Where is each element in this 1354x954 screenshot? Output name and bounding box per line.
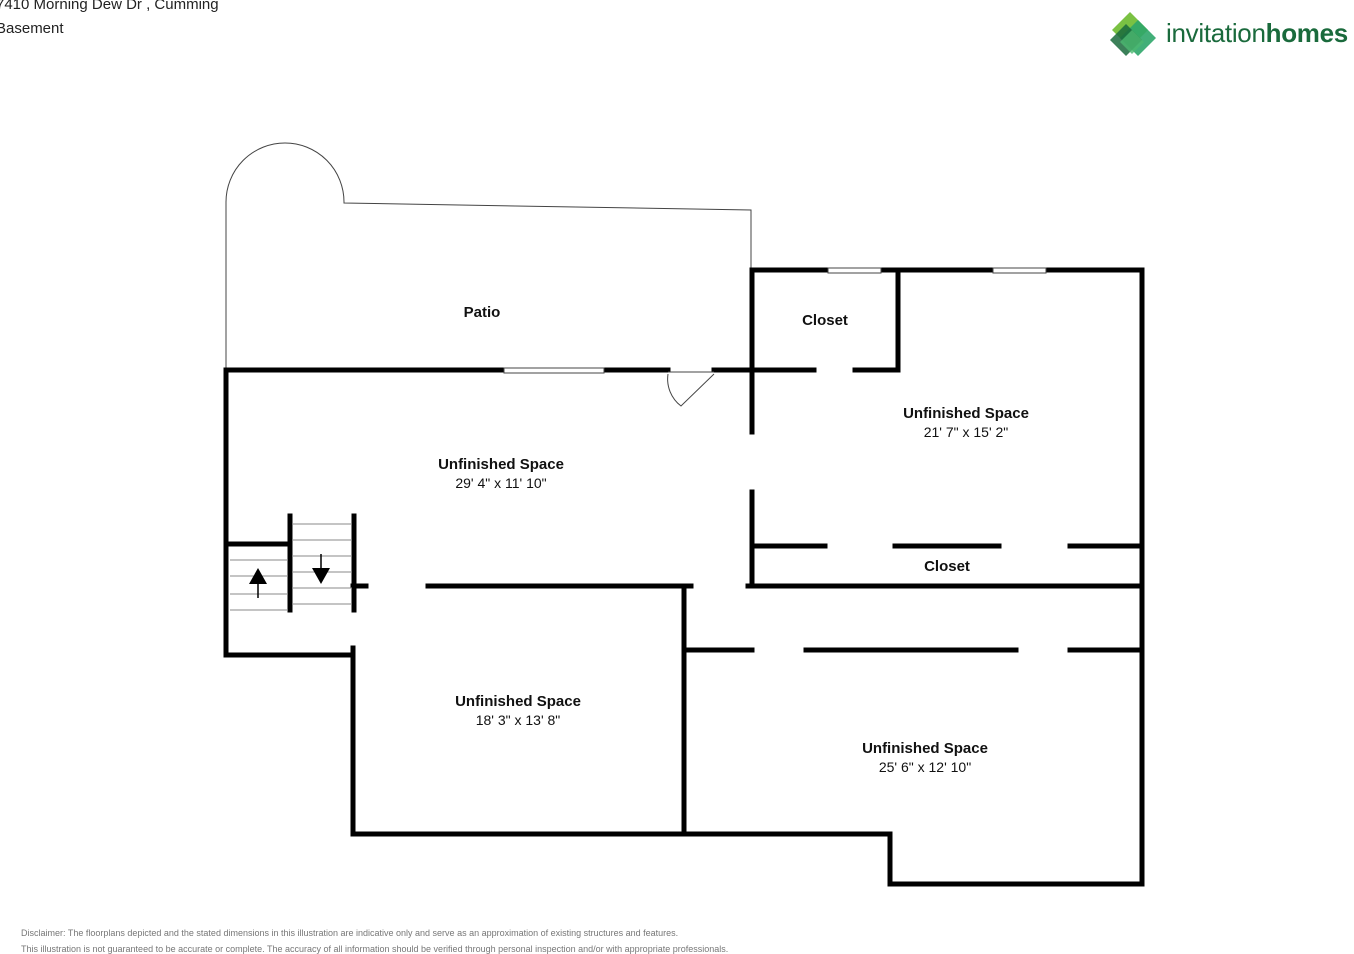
room-unfinished-se: Unfinished Space 25' 6" x 12' 10" xyxy=(862,740,988,776)
room-name: Unfinished Space xyxy=(455,693,581,710)
room-name: Closet xyxy=(802,312,848,329)
windows xyxy=(503,267,1047,374)
room-dimensions: 29' 4" x 11' 10" xyxy=(455,475,547,491)
logo-wordmark: invitationhomes xyxy=(1166,18,1348,49)
arrow-down-icon xyxy=(312,568,330,584)
logo-diamond-icon xyxy=(1110,12,1156,56)
room-unfinished-ne: Unfinished Space 21' 7" x 15' 2" xyxy=(903,405,1029,441)
room-closet-right: Closet xyxy=(924,558,970,576)
disclaimer-line-1: Disclaimer: The floorplans depicted and … xyxy=(21,928,679,938)
door-swing xyxy=(667,371,715,407)
room-name: Unfinished Space xyxy=(862,740,988,757)
floor-level-label: Basement xyxy=(0,20,64,37)
room-name: Closet xyxy=(924,558,970,575)
logo-word-invitation: invitation xyxy=(1166,18,1266,48)
arrow-up-icon xyxy=(249,568,267,584)
window xyxy=(992,267,1047,274)
walls xyxy=(223,267,1145,887)
room-dimensions: 21' 7" x 15' 2" xyxy=(923,424,1009,440)
property-address: 7410 Morning Dew Dr , Cumming xyxy=(0,0,219,13)
stair-arrows xyxy=(249,554,330,598)
room-patio: Patio xyxy=(464,304,501,322)
room-name: Unfinished Space xyxy=(438,456,564,473)
room-dimensions: 25' 6" x 12' 10" xyxy=(878,759,972,775)
room-name: Patio xyxy=(463,304,501,321)
room-closet-top: Closet xyxy=(802,312,848,330)
patio-outline xyxy=(225,142,752,370)
window xyxy=(827,267,882,274)
logo-word-homes: homes xyxy=(1265,18,1349,48)
room-dimensions: 18' 3" x 13' 8" xyxy=(475,712,561,728)
disclaimer-line-2: This illustration is not guaranteed to b… xyxy=(21,944,729,954)
room-unfinished-sw: Unfinished Space 18' 3" x 13' 8" xyxy=(455,693,581,729)
brand-logo: invitationhomes xyxy=(1104,10,1354,62)
room-name: Unfinished Space xyxy=(903,405,1029,422)
window xyxy=(503,367,605,374)
room-unfinished-main: Unfinished Space 29' 4" x 11' 10" xyxy=(438,456,564,492)
